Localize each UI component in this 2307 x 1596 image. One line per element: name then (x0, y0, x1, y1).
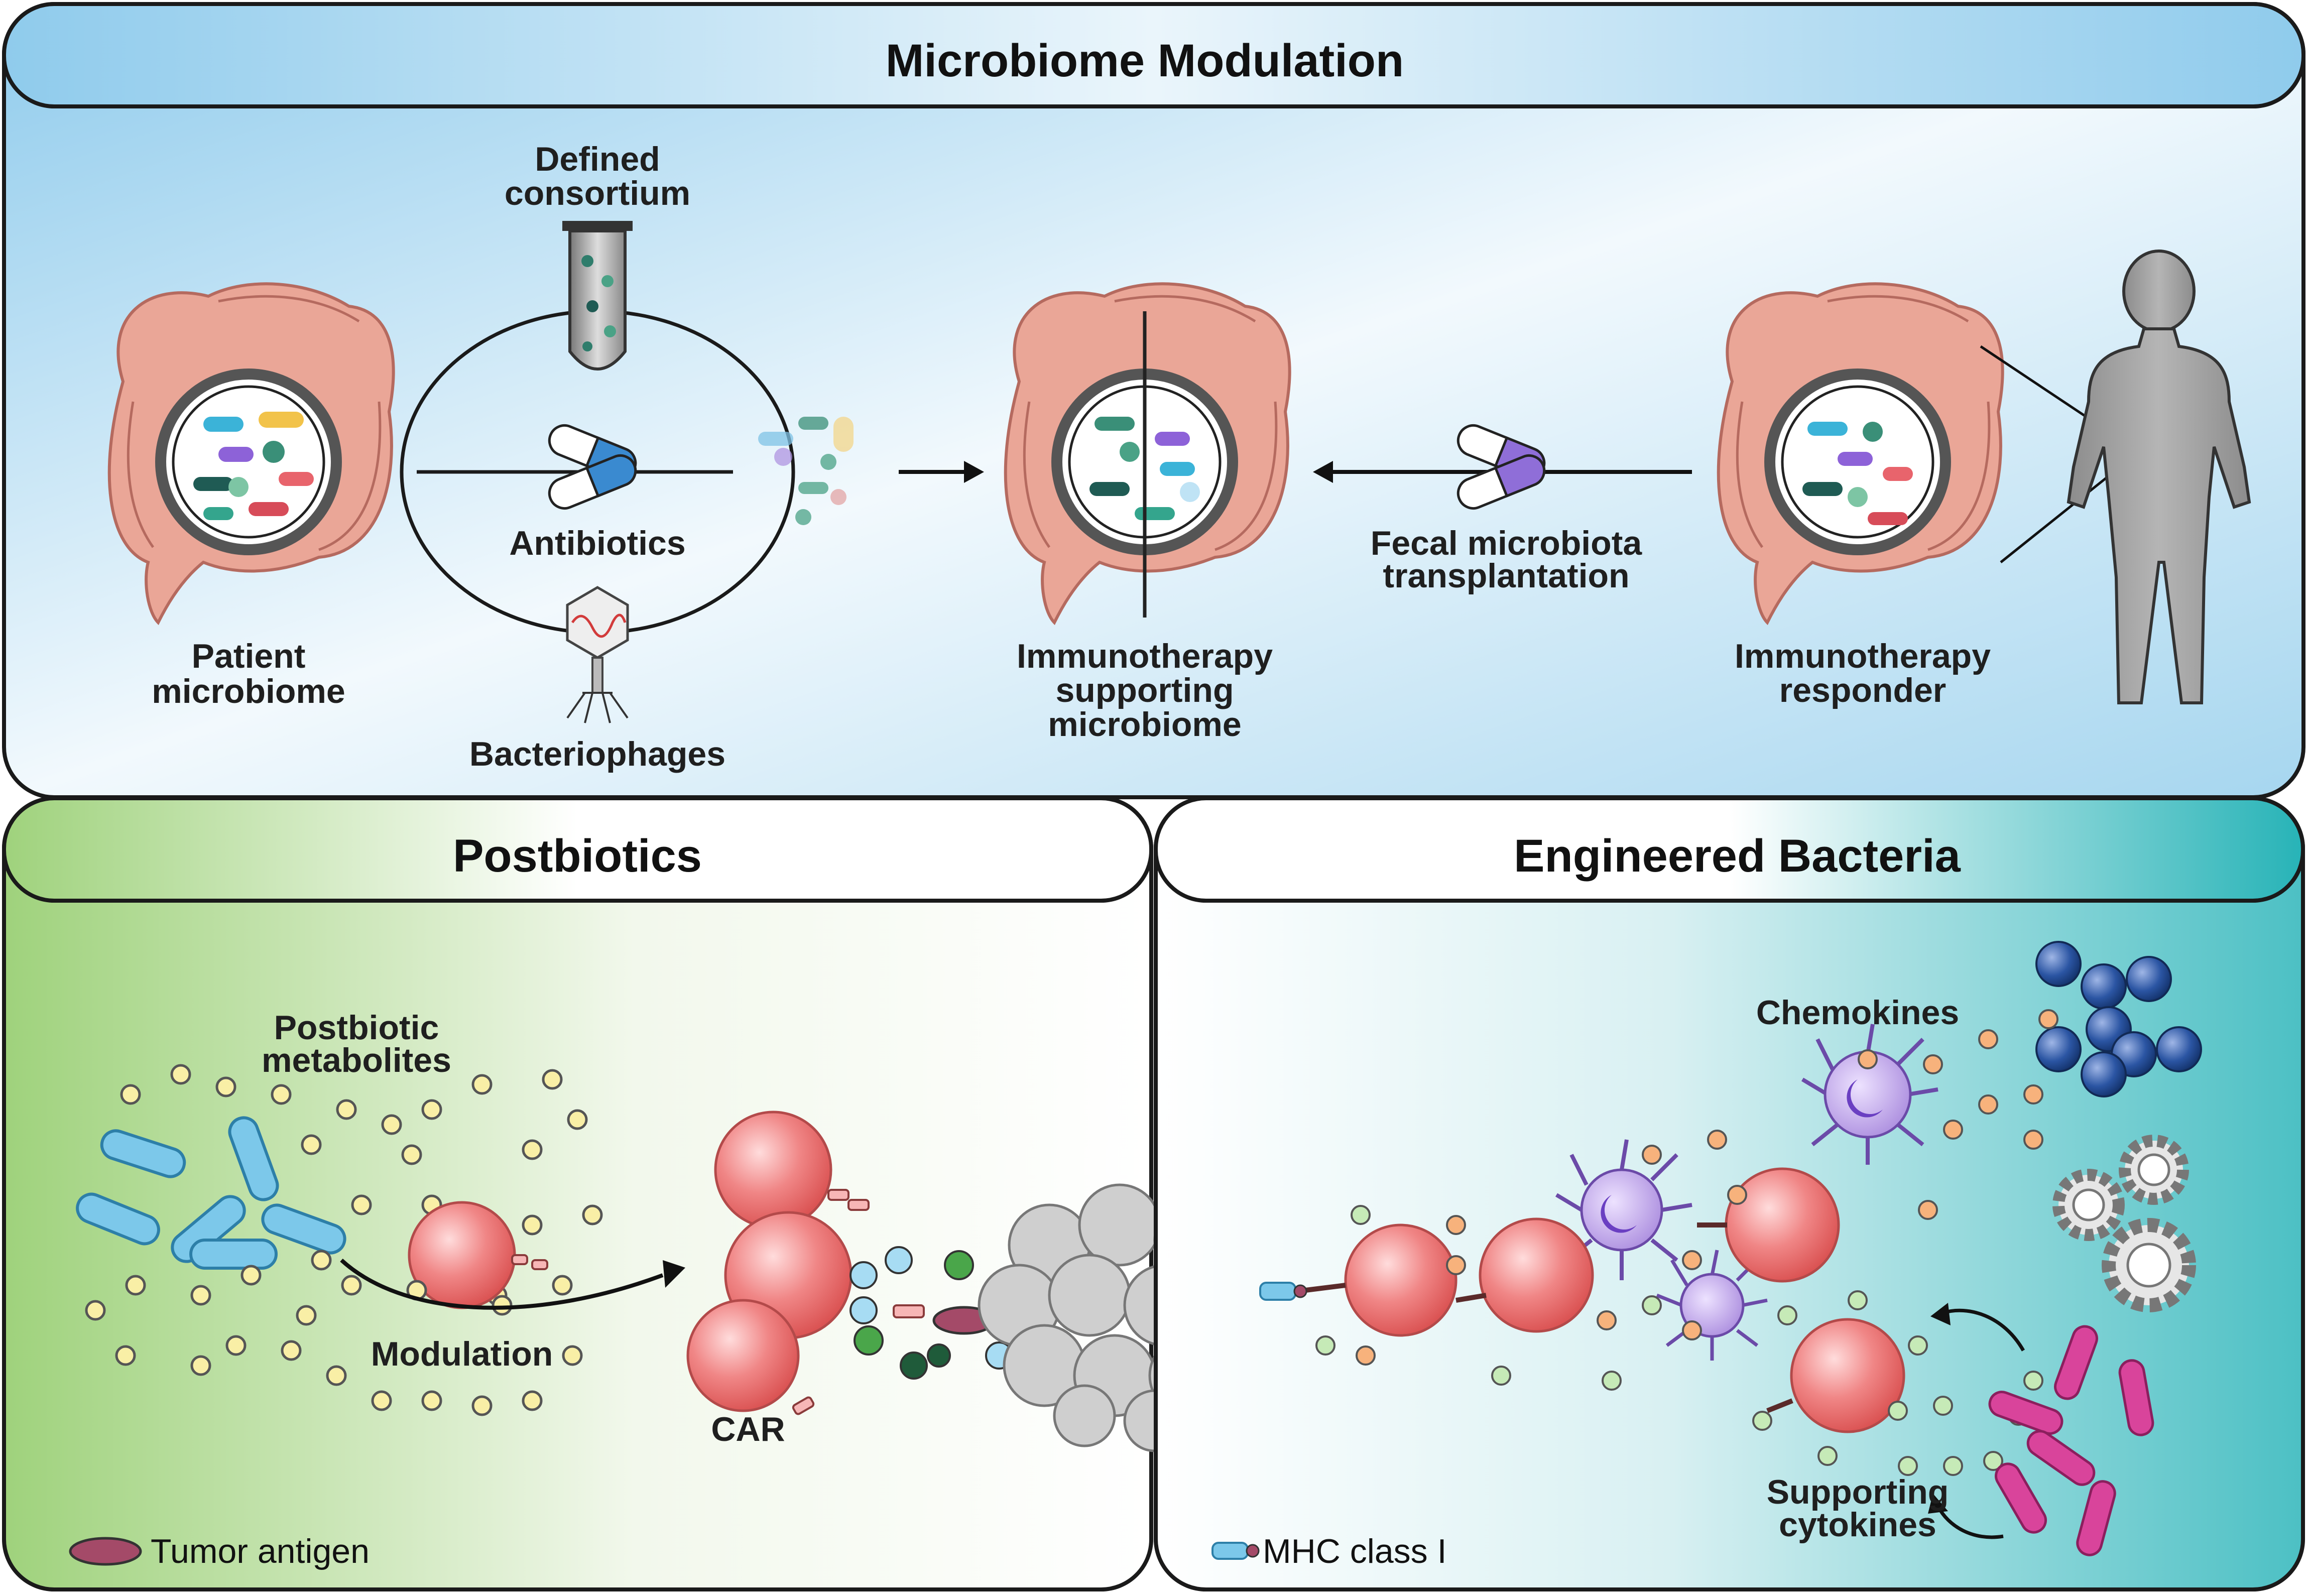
mhc-class-i (1259, 1282, 1307, 1301)
microbe-cluster (193, 412, 314, 520)
chemokine-dots (1356, 1009, 2058, 1366)
cytokines (849, 1246, 1013, 1380)
postbiotic-metabolites-label-line2: metabolites (262, 1041, 451, 1079)
chemokines-label: Chemokines (1756, 994, 1959, 1032)
postbiotic-metabolites-label-line1: Postbiotic (274, 1009, 439, 1047)
mhc-legend-icon (1211, 1542, 1260, 1560)
car-t-cells (686, 1111, 925, 1415)
dendritic-cells (1555, 1024, 1938, 1361)
mhc-class-i-legend: MHC class I (1263, 1532, 1446, 1570)
responder-colon (1717, 282, 2004, 626)
patient-colon (107, 282, 395, 626)
engineered-bacteria-title: Engineered Bacteria (1514, 830, 1961, 882)
fmt-capsules-icon (1456, 424, 1546, 510)
supporting-cytokines-label-line1: Supporting (1767, 1473, 1949, 1511)
microbiome-modulation-panel: Microbiome Modulation Patient microbiome (2, 2, 2305, 799)
modified-microbes (758, 417, 854, 525)
tumor-antigen-legend-icon (69, 1537, 142, 1566)
supporting-label-line3: microbiome (1048, 705, 1241, 744)
human-silhouette-icon (2067, 250, 2251, 704)
arrow-to-supporting (964, 461, 984, 483)
responder-label-line1: Immunotherapy (1735, 637, 1991, 675)
postbiotics-panel: Postbiotics Postbiotic metabolites (2, 796, 1153, 1591)
defined-consortium-tube (562, 221, 633, 371)
modulation-arrow (340, 1259, 664, 1310)
responder-label-line2: responder (1779, 671, 1947, 709)
patient-microbiome-label: Patient microbiome (152, 637, 345, 710)
effector-t-cells (1305, 1167, 1905, 1433)
postbiotics-title: Postbiotics (453, 830, 702, 882)
postbiotic-bacteria (76, 1116, 346, 1270)
supporting-cytokines-label-line2: cytokines (1779, 1506, 1936, 1544)
engineered-bacteria (1988, 1325, 2154, 1556)
arrow-to-supporting-from-fmt (1313, 461, 1333, 483)
gear-icons (2052, 1135, 2196, 1312)
arrow-to-cytokines (1936, 1505, 2004, 1539)
arrow-to-t-cell (1942, 1308, 2025, 1352)
engineered-bacteria-panel: Engineered Bacteria Chemokines (1154, 796, 2305, 1591)
microbiome-modulation-title: Microbiome Modulation (886, 35, 1404, 86)
fmt-label-line1: Fecal microbiota (1371, 524, 1643, 562)
patient-microbiome-label-line2: microbiome (152, 672, 345, 710)
defined-consortium-label-line2: consortium (505, 174, 690, 212)
bacteriophage-icon (566, 586, 629, 723)
patient-microbiome-label-line1: Patient (192, 637, 306, 675)
supporting-colon (1004, 282, 1291, 626)
modulation-label: Modulation (371, 1335, 553, 1373)
supporting-label-line1: Immunotherapy (1017, 637, 1273, 675)
tumor-antigen-legend: Tumor antigen (151, 1532, 370, 1570)
antibiotics-label: Antibiotics (509, 524, 685, 562)
postbiotic-metabolites (85, 1064, 603, 1416)
chemokine-producing-cluster (2035, 941, 2202, 1097)
antibiotics-pills-icon (548, 424, 637, 510)
fmt-label-line2: transplantation (1383, 557, 1629, 595)
car-label: CAR (711, 1410, 785, 1448)
defined-consortium-label-line1: Defined (535, 140, 660, 178)
bacteriophages-label: Bacteriophages (469, 735, 725, 773)
supporting-label-line2: supporting (1055, 671, 1234, 709)
